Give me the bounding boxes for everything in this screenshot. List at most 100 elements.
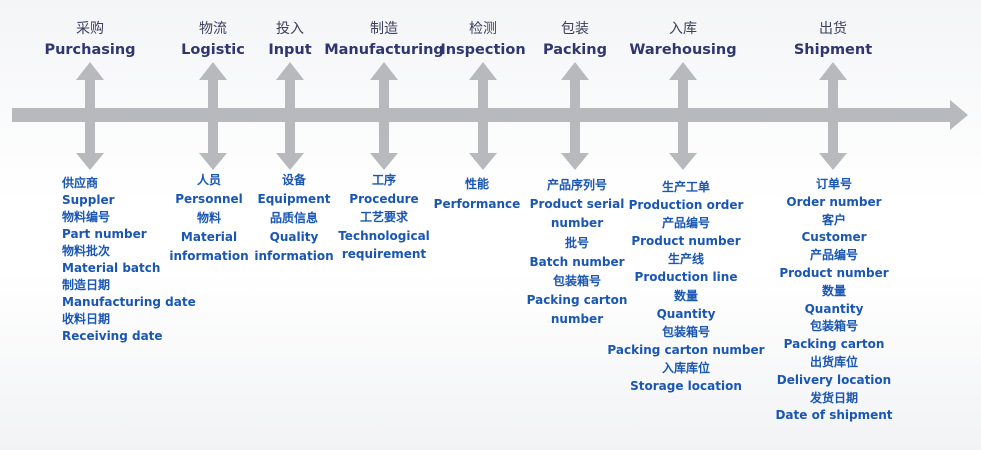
detail-item: Material batch — [62, 261, 161, 275]
detail-item: number — [550, 216, 604, 231]
details-logistic: 人员 Personnel 物料 Material information — [169, 171, 248, 266]
detail-item: Equipment — [257, 192, 331, 206]
detail-item: number — [550, 312, 604, 327]
detail-item: 物料编号 — [62, 210, 111, 224]
detail-item: 数量 — [821, 283, 847, 298]
detail-item: Date of shipment — [775, 408, 893, 423]
stage-title-purchasing: 采购 Purchasing — [44, 19, 135, 60]
detail-item: 收料日期 — [62, 312, 111, 326]
connector-warehousing — [669, 62, 697, 170]
stage-en-label: Inspection — [440, 42, 526, 58]
detail-item: Packing carton — [526, 293, 628, 308]
connector-shipment — [819, 62, 847, 170]
stage-en-label: Warehousing — [629, 42, 737, 58]
stage-title-packing: 包装 Packing — [543, 19, 607, 60]
connector-inspection — [469, 62, 497, 170]
detail-item: 包装箱号 — [661, 324, 710, 339]
detail-item: 数量 — [673, 288, 698, 303]
connector-manufacturing — [370, 62, 398, 170]
detail-item: Quantity — [656, 306, 716, 321]
detail-item: Product serial — [529, 197, 625, 212]
stage-en-label: Input — [268, 42, 312, 58]
detail-item: 设备 — [281, 173, 306, 187]
detail-item: Packing carton — [783, 337, 885, 352]
stage-cn-label: 检测 — [469, 21, 497, 37]
stage-title-warehousing: 入库 Warehousing — [629, 19, 736, 60]
connector-packing — [561, 62, 589, 170]
stage-cn-label: 采购 — [75, 21, 104, 37]
detail-item: Personnel — [175, 192, 243, 206]
detail-item: Packing carton number — [607, 342, 765, 357]
details-manufacturing: 工序 Procedure 工艺要求 Technological requirement — [338, 171, 430, 264]
details-shipment: 订单号 Order number 客户 Customer 产品编号 Product num… — [775, 176, 892, 425]
detail-item: 性能 — [464, 177, 490, 191]
stage-en-label: Logistic — [181, 42, 245, 58]
detail-item: 订单号 — [815, 177, 853, 191]
stage-title-logistic: 物流 Logistic — [181, 19, 245, 60]
detail-item: Receiving date — [62, 329, 163, 343]
stage-cn-label: 投入 — [275, 21, 304, 37]
detail-item: 物料批次 — [62, 244, 111, 258]
details-inspection: 性能 Performance — [434, 175, 521, 214]
connector-input — [276, 62, 304, 170]
stage-cn-label: 出货 — [818, 21, 847, 37]
stage-cn-label: 物流 — [199, 21, 227, 37]
detail-item: Order number — [786, 194, 882, 209]
detail-item: Production line — [634, 270, 738, 285]
stage-title-input: 投入 Input — [268, 19, 311, 60]
detail-item: information — [254, 249, 334, 263]
detail-item: Technological — [338, 228, 430, 243]
detail-item: Production order — [628, 198, 744, 213]
detail-item: 入库库位 — [661, 360, 710, 375]
details-input: 设备 Equipment 品质信息 Quality information — [254, 171, 333, 266]
details-packing: 产品序列号 Product serial number 批号 Batch number 包… — [527, 176, 628, 330]
stage-title-inspection: 检测 Inspection — [440, 19, 525, 60]
detail-item: 产品序列号 — [546, 178, 607, 192]
detail-item: Storage location — [630, 379, 742, 394]
stage-en-label: Manufacturing — [324, 42, 444, 58]
stage-en-label: Shipment — [793, 42, 873, 58]
detail-item: Suppler — [62, 193, 115, 207]
detail-item: Part number — [62, 227, 147, 241]
detail-item: Performance — [433, 196, 521, 211]
stage-cn-label: 包装 — [561, 21, 589, 37]
detail-item: requirement — [341, 247, 427, 261]
detail-item: Quality — [269, 230, 319, 244]
detail-item: Material — [180, 230, 238, 244]
connector-logistic — [199, 62, 227, 170]
detail-item: 批号 — [564, 235, 589, 250]
detail-item: Quantity — [804, 301, 864, 316]
detail-item: Procedure — [349, 191, 419, 206]
stage-en-label: Packing — [543, 42, 607, 58]
detail-item: 客户 — [821, 212, 847, 227]
detail-item: 生产线 — [667, 252, 704, 267]
stage-title-shipment: 出货 Shipment — [794, 19, 872, 60]
detail-item: 人员 — [196, 173, 221, 187]
detail-item: 供应商 — [62, 176, 99, 190]
detail-item: Customer — [801, 230, 867, 245]
detail-item: 工序 — [371, 173, 396, 187]
stage-title-manufacturing: 制造 Manufacturing — [324, 19, 444, 60]
detail-item: 包装箱号 — [809, 319, 859, 334]
stage-cn-label: 制造 — [370, 21, 398, 37]
detail-item: Product number — [779, 265, 889, 280]
stage-cn-label: 入库 — [668, 21, 697, 37]
detail-item: 出货库位 — [809, 354, 859, 369]
detail-item: 工艺要求 — [359, 210, 408, 224]
detail-item: 产品编号 — [661, 216, 710, 231]
detail-item: information — [169, 249, 249, 263]
detail-item: Product number — [631, 234, 741, 249]
timeline-arrow — [12, 100, 968, 130]
detail-item: 生产工单 — [661, 180, 710, 194]
details-warehousing: 生产工单 Production order 产品编号 Product number 生产… — [607, 178, 764, 395]
detail-item: 产品编号 — [809, 248, 859, 263]
detail-item: 制造日期 — [62, 278, 111, 292]
detail-item: Batch number — [529, 254, 625, 269]
detail-item: 品质信息 — [269, 211, 318, 225]
detail-item: 包装箱号 — [552, 274, 601, 289]
detail-item: 物料 — [196, 211, 221, 225]
details-purchasing: 供应商 Suppler 物料编号 Part number 物料批次 Material ba… — [62, 175, 196, 345]
detail-item: Delivery location — [776, 372, 892, 387]
stage-en-label: Purchasing — [44, 42, 136, 58]
